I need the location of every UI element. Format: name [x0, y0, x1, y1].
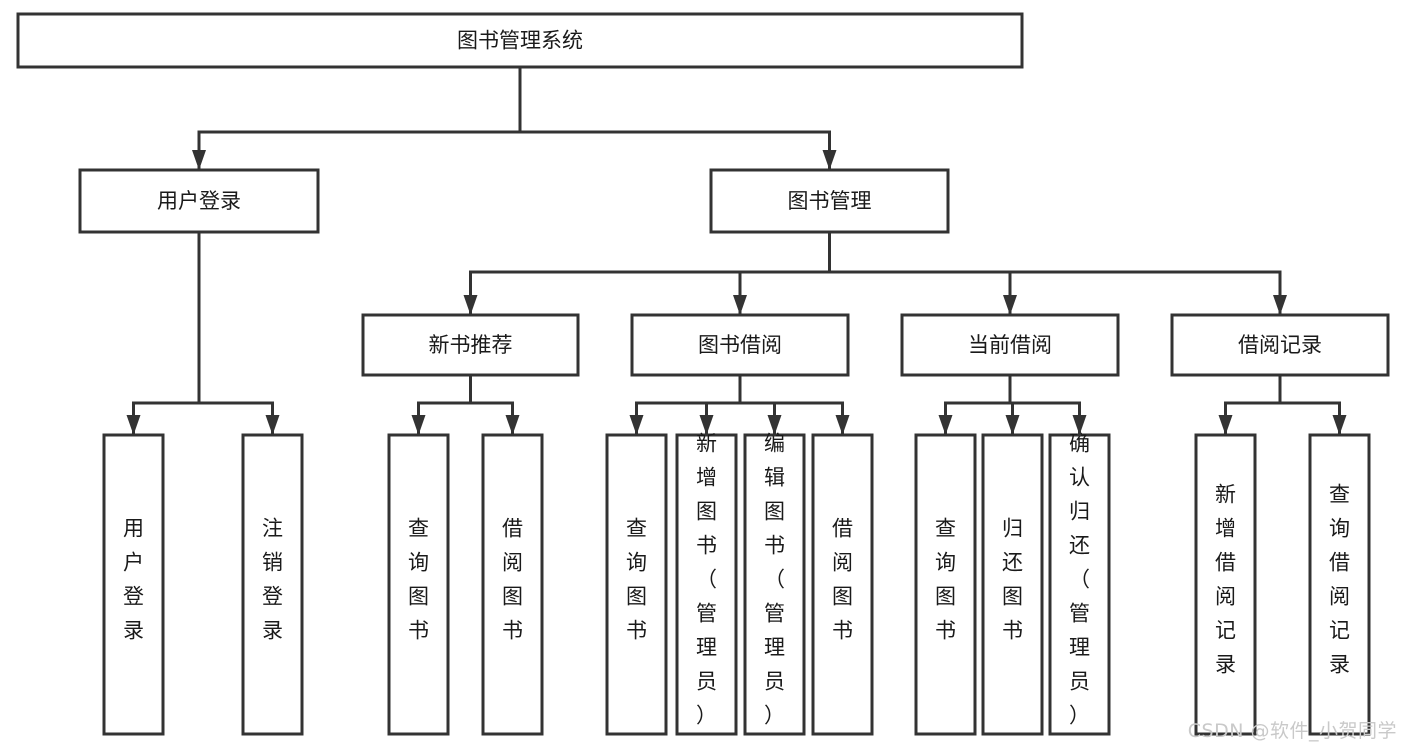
- arrow-head-icon: [835, 415, 850, 435]
- arrow-head-icon: [1072, 415, 1087, 435]
- node-leaf-归还图书[interactable]: 归还图书: [981, 433, 1044, 736]
- node-leaf-查询图书[interactable]: 查询图书: [387, 433, 450, 736]
- arrow-head-icon: [938, 415, 953, 435]
- arrow-head-icon: [1218, 415, 1233, 435]
- node-box: [1194, 433, 1257, 736]
- node-root-system[interactable]: 图书管理系统: [16, 12, 1024, 69]
- node-box: [675, 433, 738, 736]
- arrow-head-icon: [192, 150, 206, 170]
- node-box: [481, 433, 544, 736]
- node-leaf-查询借阅记录[interactable]: 查询借阅记录: [1308, 433, 1371, 736]
- node-label: 查询借阅记录: [1329, 483, 1350, 677]
- arrow-head-icon: [126, 415, 141, 435]
- node-label: 用户登录: [123, 517, 144, 643]
- node-box: [16, 12, 1024, 69]
- node-label: 查询图书: [626, 517, 647, 643]
- node-leaf-借阅图书[interactable]: 借阅图书: [481, 433, 544, 736]
- node-leaf-注销登录[interactable]: 注销登录: [241, 433, 304, 736]
- node-box: [981, 433, 1044, 736]
- node-box: [605, 433, 668, 736]
- arrow-head-icon: [411, 415, 426, 435]
- node-leaf-新增图书管理员[interactable]: 新增图书（管理员）: [675, 432, 738, 736]
- node-label: 当前借阅: [968, 333, 1052, 357]
- arrow-head-icon: [1332, 415, 1347, 435]
- node-label: 借阅记录: [1238, 333, 1322, 357]
- node-label: 新增图书（管理员）: [696, 432, 717, 728]
- node-label: 查询图书: [408, 517, 429, 643]
- node-label: 新书推荐: [429, 333, 513, 357]
- node-level3-图书借阅[interactable]: 图书借阅: [630, 313, 850, 377]
- arrow-head-icon: [1003, 295, 1017, 315]
- node-box: [361, 313, 580, 377]
- arrow-head-icon: [505, 415, 520, 435]
- node-label: 用户登录: [157, 189, 241, 213]
- node-level3-新书推荐[interactable]: 新书推荐: [361, 313, 580, 377]
- arrow-head-icon: [463, 295, 478, 315]
- node-leaf-借阅图书[interactable]: 借阅图书: [811, 433, 874, 736]
- node-box: [900, 313, 1120, 377]
- node-leaf-查询图书[interactable]: 查询图书: [605, 433, 668, 736]
- node-label: 新增借阅记录: [1215, 483, 1236, 677]
- node-leaf-确认归还管理员[interactable]: 确认归还（管理员）: [1048, 432, 1111, 736]
- node-level3-借阅记录[interactable]: 借阅记录: [1170, 313, 1390, 377]
- watermark-label: CSDN @软件_小贺同学: [1187, 720, 1397, 742]
- node-label: 编辑图书（管理员）: [764, 432, 785, 728]
- node-level2-图书管理[interactable]: 图书管理: [709, 168, 950, 234]
- node-box: [102, 433, 165, 736]
- node-leaf-查询图书[interactable]: 查询图书: [914, 433, 977, 736]
- arrow-head-icon: [1273, 295, 1287, 315]
- node-leaf-用户登录[interactable]: 用户登录: [102, 433, 165, 736]
- node-label: 归还图书: [1002, 517, 1023, 643]
- arrow-head-icon: [822, 150, 837, 170]
- node-label: 注销登录: [262, 517, 283, 643]
- node-label: 图书管理: [788, 189, 872, 213]
- node-label: 图书管理系统: [457, 29, 583, 53]
- node-level3-当前借阅[interactable]: 当前借阅: [900, 313, 1120, 377]
- arrow-head-icon: [699, 415, 714, 435]
- arrow-head-icon: [265, 415, 280, 435]
- node-level2-用户登录[interactable]: 用户登录: [78, 168, 320, 234]
- arrow-head-icon: [1005, 415, 1020, 435]
- node-leaf-新增借阅记录[interactable]: 新增借阅记录: [1194, 433, 1257, 736]
- node-box: [1048, 433, 1111, 736]
- node-box: [78, 168, 320, 234]
- arrow-head-icon: [733, 295, 747, 315]
- arrow-head-icon: [767, 415, 782, 435]
- node-box: [811, 433, 874, 736]
- arrow-head-icon: [629, 415, 644, 435]
- node-label: 借阅图书: [502, 517, 523, 643]
- node-label: 借阅图书: [832, 517, 853, 643]
- node-label: 图书借阅: [698, 333, 782, 357]
- node-leaf-编辑图书管理员[interactable]: 编辑图书（管理员）: [743, 432, 806, 736]
- node-label: 查询图书: [935, 517, 956, 643]
- node-label: 确认归还（管理员）: [1069, 432, 1090, 728]
